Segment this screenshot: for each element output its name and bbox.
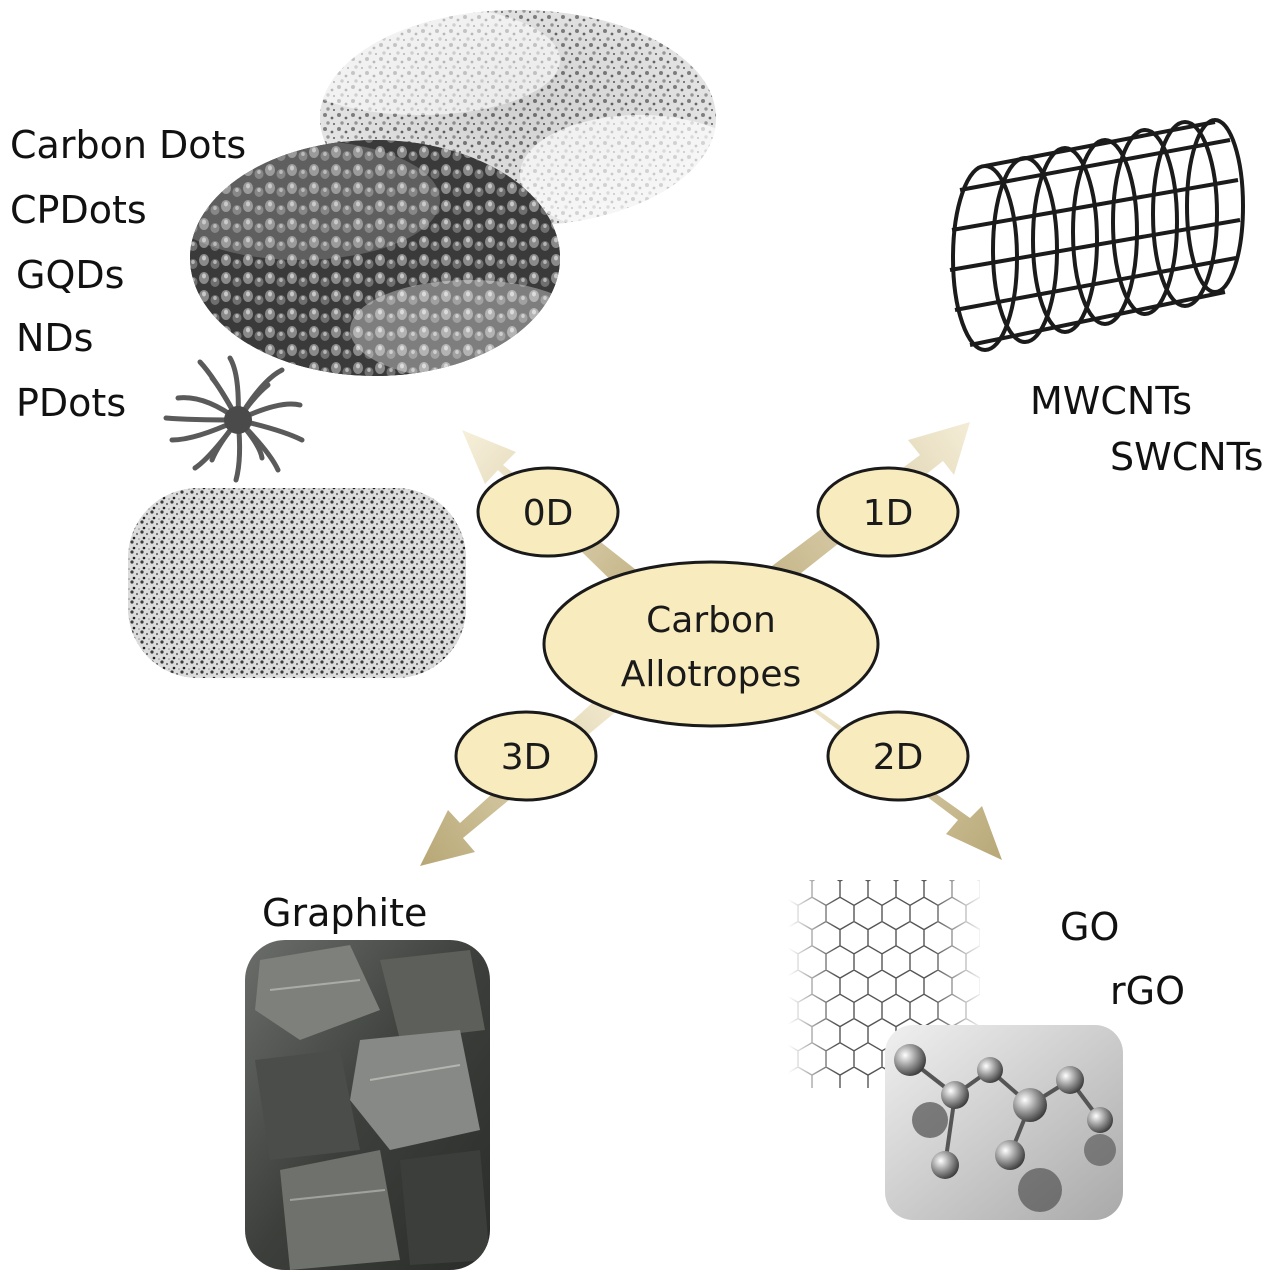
center-node-line1: Carbon: [646, 600, 776, 641]
graphite-photo: [245, 940, 490, 1270]
label-rgo: rGO: [1110, 969, 1185, 1013]
badge-1d-text: 1D: [863, 493, 914, 534]
badge-1d: 1D: [816, 466, 960, 558]
badge-2d: 2D: [826, 710, 970, 802]
badge-0d-text: 0D: [523, 493, 574, 534]
label-go: GO: [1060, 905, 1120, 949]
label-carbon-dots: Carbon Dots: [10, 123, 247, 167]
label-graphite: Graphite: [262, 891, 428, 935]
label-gqds: GQDs: [16, 253, 125, 297]
polymer-dot-core: [224, 406, 252, 434]
center-node: Carbon Allotropes: [542, 560, 880, 728]
badge-0d: 0D: [476, 466, 620, 558]
badge-2d-text: 2D: [873, 737, 924, 778]
nanotube-illustration: [949, 118, 1245, 352]
label-pdots: PDots: [16, 381, 127, 425]
label-nds: NDs: [16, 316, 94, 360]
badge-3d-text: 3D: [501, 737, 552, 778]
label-cpdots: CPDots: [10, 188, 147, 232]
label-swcnts: SWCNTs: [1110, 435, 1264, 479]
nanodiamond-tem-image: [128, 488, 466, 678]
center-node-line2: Allotropes: [621, 654, 802, 695]
label-mwcnts: MWCNTs: [1030, 379, 1193, 423]
badge-3d: 3D: [454, 710, 598, 802]
graphene-oxide-molecule: [885, 1025, 1123, 1220]
